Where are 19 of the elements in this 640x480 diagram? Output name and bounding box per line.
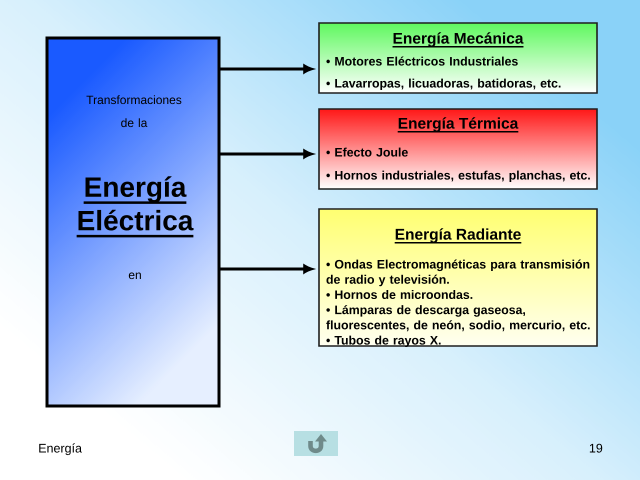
underlined-heading: Energía Mecánica [392, 32, 524, 48]
underlined-heading: Energía Radiante [394, 228, 522, 244]
arrow [220, 150, 313, 158]
bullet-item: • Ondas Electromagnéticas para transmisión de radio y televisión. [326, 259, 590, 286]
underlined-title: Energía Eléctrica [76, 176, 194, 238]
arrow [220, 64, 313, 74]
small-text: Transformaciones de la [86, 95, 182, 128]
bullet-item: • Tubos de rayos X. [326, 336, 441, 348]
footer-text: Energía [39, 443, 82, 456]
page-number: 19 [590, 444, 602, 453]
bullet-item: • Motores Eléctricos Industriales [326, 56, 518, 66]
bullet-item: • Hornos industriales, estufas, planchas, etc. [326, 170, 590, 182]
bullet-item: • Hornos de microondas. [326, 290, 472, 300]
underlined-heading: Energía Térmica [398, 117, 518, 132]
small-text: en [128, 272, 141, 280]
bullet-item: • Lámparas de descarga gaseosa, fluorescentes, de neón, sodio, mercurio, etc. [326, 305, 590, 332]
bullet-item: • Lavarropas, licuadoras, batidoras, etc. [326, 78, 560, 90]
bullet-item: • Efecto Joule [326, 148, 408, 157]
arrow [220, 264, 313, 274]
